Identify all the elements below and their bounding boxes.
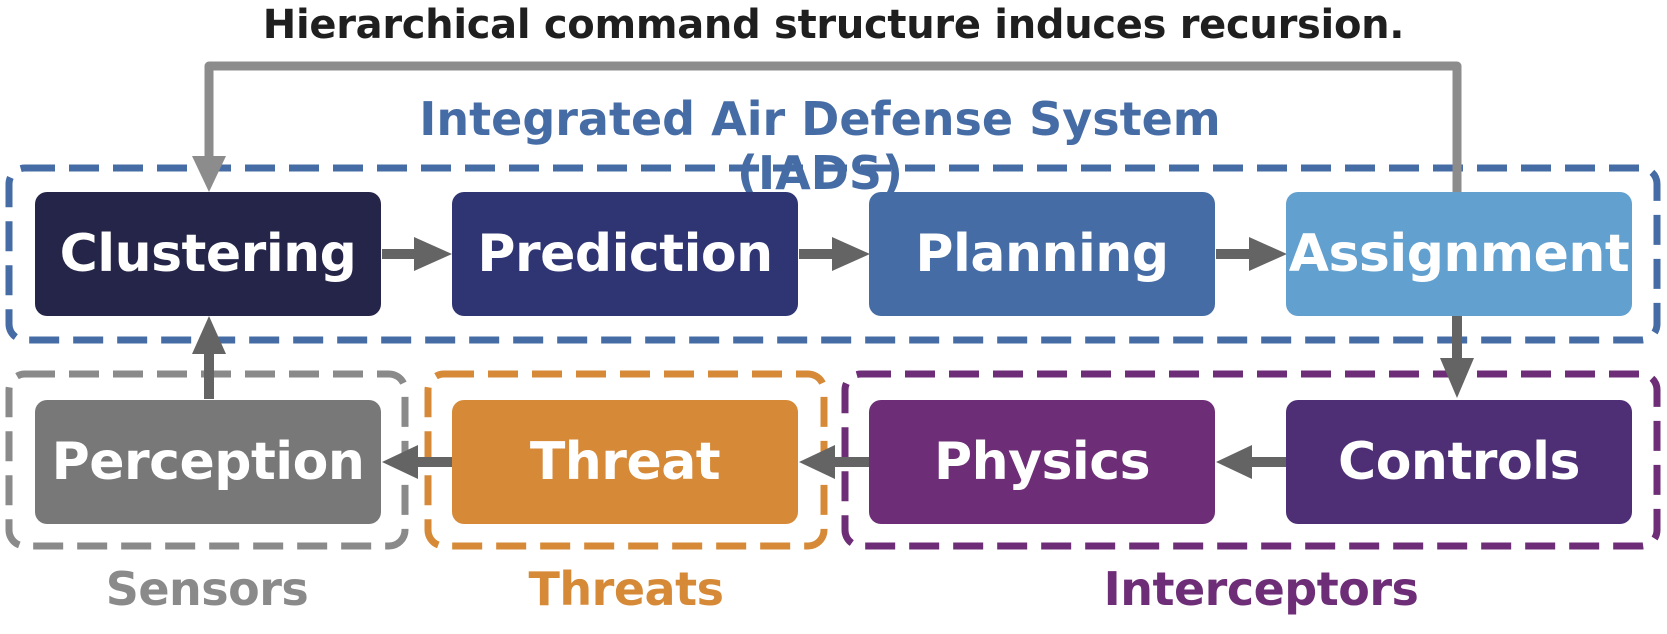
edge-assignment-controls-arrowhead [1440, 358, 1474, 398]
recursion-loop-arrowhead [192, 156, 226, 192]
edge-threat-perception-arrowhead [382, 445, 418, 479]
node-planning: Planning [869, 192, 1215, 316]
node-threat: Threat [452, 400, 798, 524]
edge-prediction-planning-arrowhead [832, 237, 870, 271]
group-label-threats: Threats [528, 562, 724, 616]
iads-system-label: Integrated Air Defense System (IADS) [419, 92, 1221, 200]
edge-clustering-prediction-arrowhead [414, 237, 452, 271]
node-prediction: Prediction [452, 192, 798, 316]
node-perception: Perception [35, 400, 381, 524]
node-clustering: Clustering [35, 192, 381, 316]
edge-controls-physics-arrowhead [1216, 445, 1252, 479]
edge-physics-threat-arrowhead [799, 445, 835, 479]
edge-perception-clustering-arrowhead [192, 316, 226, 354]
group-label-sensors: Sensors [105, 562, 309, 616]
edge-planning-assignment-arrowhead [1249, 237, 1287, 271]
iads-group-border [5, 164, 1661, 344]
recursion-loop-line [204, 61, 1462, 193]
node-controls: Controls [1286, 400, 1632, 524]
node-physics: Physics [869, 400, 1215, 524]
group-label-interceptors: Interceptors [1103, 562, 1419, 616]
diagram-title: Hierarchical command structure induces r… [262, 2, 1405, 48]
node-assignment: Assignment [1286, 192, 1632, 316]
